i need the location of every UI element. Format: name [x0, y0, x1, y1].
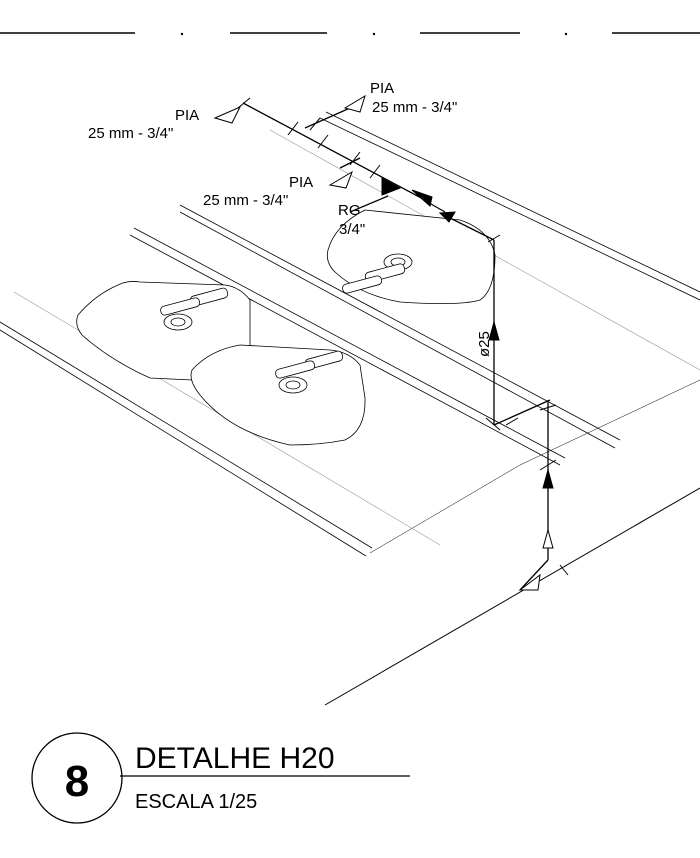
pipe-diameter-label: ø25	[476, 331, 493, 357]
detail-number-circle	[31, 732, 123, 824]
pia-size-right: 25 mm - 3/4"	[372, 99, 457, 116]
pia-size-mid: 25 mm - 3/4"	[203, 192, 288, 209]
rg-valve-icon	[381, 177, 446, 213]
pia-size-left: 25 mm - 3/4"	[88, 125, 173, 142]
rg-size-label: 3/4"	[339, 221, 365, 238]
detail-title: DETALHE H20	[135, 742, 335, 775]
pia-arrow-icons	[213, 94, 541, 591]
rg-label: RG	[338, 202, 361, 219]
flow-arrows	[438, 211, 554, 549]
counter-outline	[0, 111, 700, 557]
pipe-tick-marks	[237, 97, 569, 576]
floor-line	[324, 487, 700, 706]
pia-label-mid: PIA	[289, 174, 313, 191]
basin-middle	[190, 344, 366, 446]
detail-number: 8	[65, 757, 89, 806]
title-block: 8 DETALHE H20 ESCALA 1/25	[31, 732, 410, 824]
basin-back	[326, 209, 496, 304]
pia-label-right: PIA	[370, 80, 394, 97]
detail-scale: ESCALA 1/25	[135, 791, 257, 813]
pia-label-left: PIA	[175, 107, 199, 124]
basin-left	[76, 281, 251, 383]
